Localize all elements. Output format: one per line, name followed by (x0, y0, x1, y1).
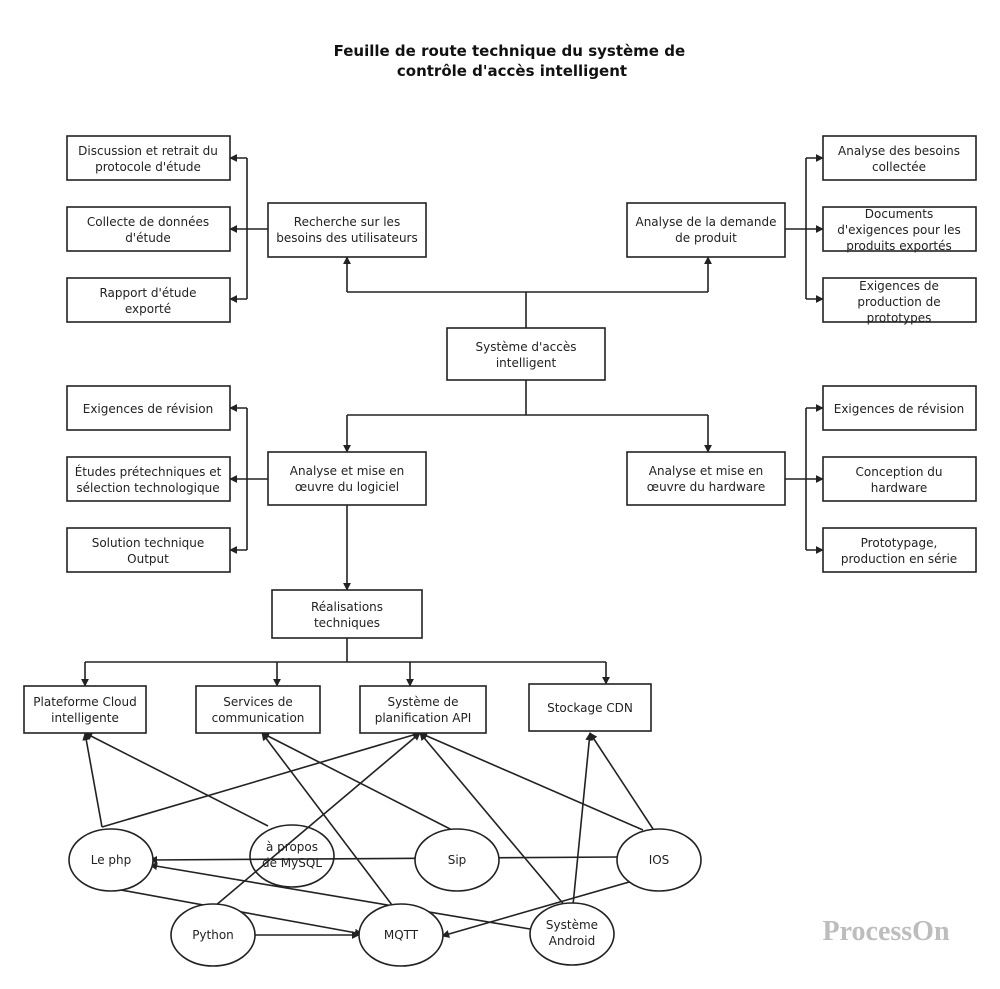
svg-text:Prototypage,production en séri: Prototypage,production en série (841, 536, 957, 566)
tech-sip[interactable]: Sip (414, 828, 500, 892)
node-hardware-revision[interactable]: Exigences de révision (822, 385, 977, 431)
svg-text:Python: Python (192, 928, 234, 942)
svg-text:Stockage CDN: Stockage CDN (547, 701, 633, 715)
svg-text:Sip: Sip (448, 853, 467, 867)
node-prototyping[interactable]: Prototypage,production en série (822, 527, 977, 573)
svg-text:MQTT: MQTT (384, 928, 419, 942)
svg-text:Exigences de révision: Exigences de révision (83, 402, 214, 416)
tech-mqtt[interactable]: MQTT (358, 903, 444, 967)
tech-python[interactable]: Python (170, 903, 256, 967)
node-cdn-storage[interactable]: Stockage CDN (528, 683, 652, 732)
connectors (81, 154, 824, 939)
diagram-title: Feuille de route technique du système de… (334, 42, 691, 80)
tech-ios[interactable]: IOS (616, 828, 702, 892)
svg-text:IOS: IOS (649, 853, 670, 867)
node-software-revision[interactable]: Exigences de révision (66, 385, 231, 431)
svg-text:Exigences de révision: Exigences de révision (834, 402, 965, 416)
svg-text:Le php: Le php (91, 853, 132, 867)
tech-php[interactable]: Le php (68, 828, 154, 892)
processon-watermark: ProcessOn (822, 916, 949, 947)
